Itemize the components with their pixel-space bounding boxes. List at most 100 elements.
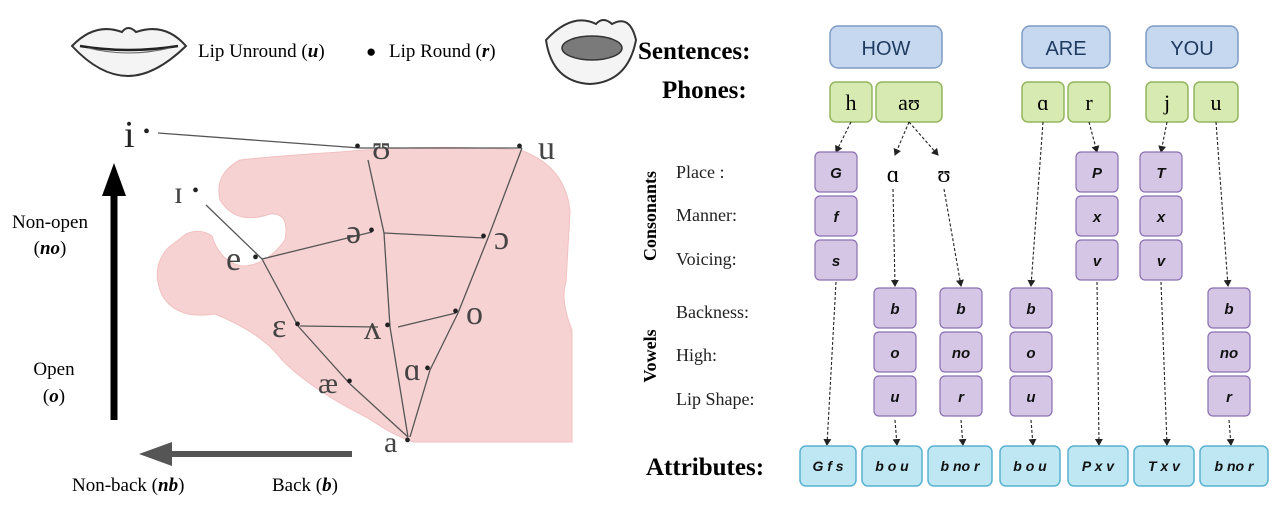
- consonants-group-label: Consonants: [640, 171, 660, 261]
- place-row-label: Place :: [676, 162, 724, 182]
- vowel-a: a: [384, 426, 397, 459]
- vowel-dot: •: [516, 136, 523, 158]
- phone-box: aʊ: [875, 81, 943, 123]
- vowel-attr-box: b: [1207, 287, 1251, 329]
- consonant-attr-box: f: [814, 195, 858, 237]
- word-box: HOW: [829, 25, 943, 69]
- attribute-output-box: G f s: [799, 445, 857, 487]
- non-open-axis-label: Non-open: [12, 212, 88, 233]
- sub-phone: ɑ: [887, 162, 900, 188]
- lip-round-icon: [544, 19, 638, 86]
- attribute-output-box: T x v: [1133, 445, 1195, 487]
- word-box: ARE: [1021, 25, 1111, 69]
- vowel-dot: •: [252, 247, 259, 269]
- consonant-attr-box: T: [1139, 151, 1183, 193]
- vowel-attr-box: b: [1009, 287, 1053, 329]
- svg-text:P: P: [1092, 165, 1103, 182]
- connector-arrows: [823, 121, 1235, 446]
- vowel-attr-box: b: [873, 287, 917, 329]
- vowel-attr-box: no: [939, 331, 983, 373]
- svg-text:b: b: [956, 301, 965, 318]
- vertical-axis-arrow: [102, 163, 126, 420]
- svg-text:x: x: [1092, 209, 1102, 226]
- vowel-wedge: ʌ: [364, 310, 381, 347]
- vowel-dot: •: [368, 220, 375, 242]
- svg-text:r: r: [958, 389, 965, 406]
- attribute-output-box: b no r: [927, 445, 993, 487]
- vowel-dot: •: [480, 226, 487, 248]
- vowel-grid-lines: [157, 132, 523, 438]
- consonant-attr-box: x: [1139, 195, 1183, 237]
- attribute-output-box: b no r: [1199, 445, 1269, 487]
- vowel-attr-box: b: [939, 287, 983, 329]
- open-axis-code: (o): [43, 386, 65, 407]
- svg-text:r: r: [1085, 90, 1093, 115]
- vowel-dot: •: [404, 430, 411, 452]
- high-row-label: High:: [676, 345, 717, 365]
- phone-box: j: [1145, 81, 1189, 123]
- consonant-attr-box: v: [1075, 239, 1119, 281]
- consonant-attr-box: v: [1139, 239, 1183, 281]
- phones-label: Phones:: [662, 77, 747, 104]
- svg-text:HOW: HOW: [862, 38, 911, 60]
- voicing-row-label: Voicing:: [676, 249, 737, 269]
- lip-shape-row-label: Lip Shape:: [676, 389, 755, 409]
- non-back-axis-label: Non-back (nb): [72, 475, 184, 496]
- vowel-dot: •: [354, 136, 361, 158]
- svg-text:aʊ: aʊ: [898, 90, 920, 115]
- svg-text:no: no: [1220, 345, 1238, 362]
- vowel-small-i: ɪ: [174, 174, 183, 210]
- vowel-dot: •: [143, 121, 150, 143]
- sub-phone: ʊ: [937, 162, 950, 188]
- word-box: YOU: [1145, 25, 1239, 69]
- vowel-symbols: i • • ʊ • u ɪ • e • ə • • ɔ ɛ • ʌ • • o …: [124, 114, 555, 459]
- vowel-attr-box: r: [939, 375, 983, 417]
- vowel-alpha: ɑ: [404, 351, 421, 387]
- svg-text:o: o: [890, 345, 899, 362]
- svg-text:ARE: ARE: [1045, 38, 1086, 60]
- svg-text:no: no: [952, 345, 970, 362]
- vowel-dot: •: [294, 314, 301, 336]
- vowel-dot: •: [452, 301, 459, 323]
- svg-text:s: s: [832, 253, 840, 270]
- consonant-attr-box: s: [814, 239, 858, 281]
- svg-text:ɑ: ɑ: [1037, 90, 1049, 115]
- consonant-attr-box: P: [1075, 151, 1119, 193]
- consonant-attr-box: G: [814, 151, 858, 193]
- vowel-dot: •: [424, 358, 431, 380]
- vowel-o: o: [466, 295, 483, 332]
- vowel-upsilon: ʊ: [372, 130, 391, 167]
- svg-text:G: G: [830, 165, 842, 182]
- open-axis-label: Open: [33, 359, 75, 380]
- non-open-axis-code: (no): [34, 238, 67, 259]
- attribute-output-box: b o u: [999, 445, 1061, 487]
- svg-text:r: r: [1226, 389, 1233, 406]
- vowel-attr-box: u: [873, 375, 917, 417]
- sentences-label: Sentences:: [638, 38, 750, 65]
- legend-bullet: ●: [366, 42, 376, 61]
- svg-text:v: v: [1093, 253, 1103, 270]
- vowel-e: e: [226, 241, 241, 278]
- attribute-output-box: P x v: [1067, 445, 1129, 487]
- vowels-group-label: Vowels: [640, 329, 660, 382]
- svg-text:G f s: G f s: [812, 458, 843, 474]
- lip-unround-legend: Lip Unround (u): [198, 41, 325, 62]
- horizontal-axis-arrow: [139, 442, 352, 466]
- svg-text:u: u: [890, 389, 899, 406]
- phone-box: ɑ: [1021, 81, 1065, 123]
- vowel-dot: •: [192, 180, 199, 202]
- svg-text:u: u: [1211, 90, 1222, 115]
- vowel-attr-box: r: [1207, 375, 1251, 417]
- svg-text:x: x: [1156, 209, 1166, 226]
- phone-box: r: [1067, 81, 1111, 123]
- svg-text:o: o: [1026, 345, 1035, 362]
- svg-text:YOU: YOU: [1170, 38, 1213, 60]
- vowel-attr-box: no: [1207, 331, 1251, 373]
- vowel-i: i: [124, 114, 135, 156]
- vowel-epsilon: ɛ: [272, 308, 286, 345]
- vowel-attr-box: u: [1009, 375, 1053, 417]
- svg-text:b no r: b no r: [941, 458, 981, 474]
- lip-round-legend: Lip Round (r): [389, 41, 496, 62]
- svg-text:b o u: b o u: [1013, 458, 1047, 474]
